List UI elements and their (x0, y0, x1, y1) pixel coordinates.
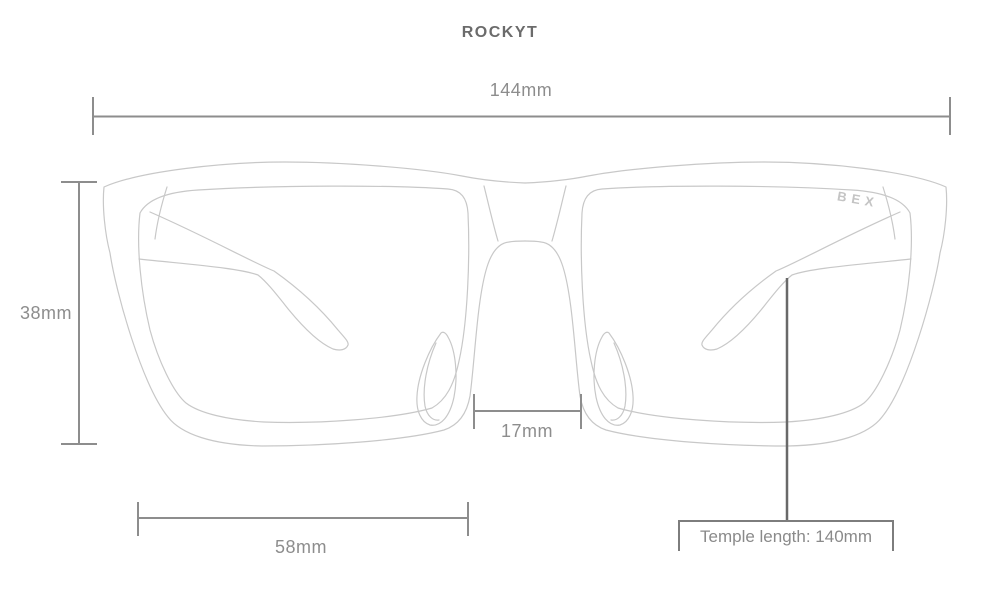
nose-pad-detail (423, 342, 440, 421)
bridge-width-dimension-label: 17mm (500, 421, 553, 441)
bridge-width-dimension-line (473, 394, 582, 429)
temple-length-callout-label: Temple length: 140mm (700, 527, 872, 546)
temple-length-callout-box (678, 520, 894, 551)
lens-width-dimension-label: 58mm (274, 537, 327, 557)
lens-width-dimension-line (137, 502, 469, 536)
temple-arm (138, 211, 349, 351)
bridge-line (483, 185, 499, 242)
hinge-line (154, 186, 168, 240)
total-width-dimension-line (92, 97, 951, 135)
lens-height-dimension-label: 38mm (19, 303, 72, 323)
total-width-dimension-label: 144mm (489, 80, 553, 100)
nose-pad (416, 331, 457, 426)
frame-left-half (102, 161, 526, 447)
lens-rim (138, 185, 470, 424)
page-title: ROCKYT (461, 24, 539, 41)
frame-silhouette (102, 161, 526, 447)
lens-height-dimension-line (61, 181, 97, 445)
